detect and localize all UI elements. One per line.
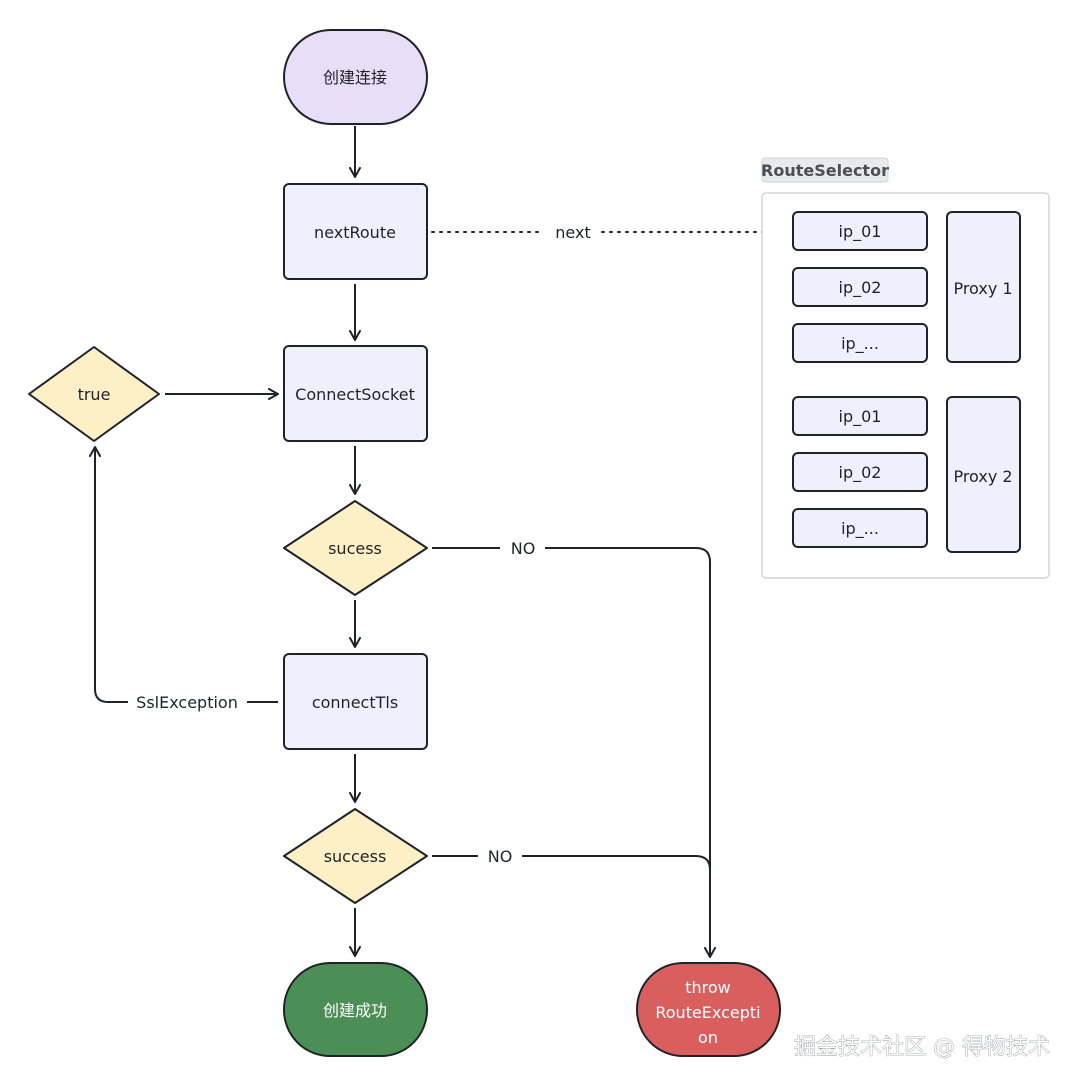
edge-label-next: next [555, 223, 590, 242]
node-decision-success-label: success [324, 847, 387, 866]
node-decision-sucess: sucess [283, 500, 428, 596]
node-decision-success-shape [283, 808, 428, 904]
edge-sucess-no-b [545, 547, 716, 958]
node-decision-sucess-label: sucess [328, 539, 382, 558]
edge-ssl-exception-b [89, 446, 128, 703]
node-end-success-shape [283, 962, 428, 1057]
proxy-2-ip-1-label: ip_01 [839, 407, 882, 427]
node-throw-shape [636, 962, 781, 1057]
node-connect-socket: ConnectSocket [283, 345, 428, 442]
proxy-2-ip-3-label: ip_... [841, 519, 879, 539]
proxy-2-ip-2-box [792, 452, 928, 492]
node-throw-label-line-1: throw [685, 978, 731, 997]
proxy-1-ip-3-label: ip_... [841, 334, 879, 354]
route-selector-label-bg [761, 157, 889, 183]
route-selector-group: RouteSelector ip_01 ip_02 ip_... Proxy 1… [761, 157, 1050, 579]
node-decision-true: true [28, 346, 160, 442]
node-connect-socket-label: ConnectSocket [295, 385, 415, 404]
proxy-1-ip-2-label: ip_02 [839, 278, 882, 298]
proxy-2-box [946, 396, 1021, 553]
proxy-2-ip-3-box [792, 508, 928, 548]
proxy-2-ip-1-box [792, 396, 928, 436]
node-start-shape [283, 29, 428, 125]
node-next-route-label: nextRoute [314, 223, 396, 242]
node-connect-socket-shape [283, 345, 428, 442]
node-start-label: 创建连接 [323, 68, 387, 87]
node-connect-tls: connectTls [283, 653, 428, 750]
proxy-1-box [946, 211, 1021, 363]
node-next-route: nextRoute [283, 183, 428, 280]
node-end-success: 创建成功 [283, 962, 428, 1057]
proxy-2-label: Proxy 2 [953, 467, 1012, 486]
route-selector-label: RouteSelector [761, 161, 889, 180]
node-next-route-shape [283, 183, 428, 280]
node-throw-route-exception: throw RouteExcepti on [636, 962, 781, 1057]
connectors [89, 126, 789, 958]
edge-label-no-sucess: NO [511, 539, 536, 558]
node-throw-label-line-3: on [698, 1028, 718, 1047]
node-connect-tls-shape [283, 653, 428, 750]
proxy-1-ip-1-label: ip_01 [839, 222, 882, 242]
node-throw-label-line-2: RouteExcepti [655, 1003, 760, 1022]
node-decision-sucess-shape [283, 500, 428, 596]
proxy-1-ip-2-box [792, 267, 928, 307]
node-decision-true-label: true [78, 385, 111, 404]
proxy-1-label: Proxy 1 [953, 279, 1012, 298]
proxy-2-ip-2-label: ip_02 [839, 463, 882, 483]
node-connect-tls-label: connectTls [312, 693, 398, 712]
watermark: 掘金技术社区 @ 得物技术 [794, 1035, 1050, 1060]
node-start: 创建连接 [283, 29, 428, 125]
proxy-1-ip-1-box [792, 211, 928, 251]
edge-success-no-b [522, 855, 711, 930]
edge-label-no-success: NO [488, 847, 513, 866]
edge-label-ssl-exception: SslException [136, 693, 238, 712]
node-end-success-label: 创建成功 [323, 1001, 387, 1020]
node-decision-true-shape [28, 346, 160, 442]
proxy-1-ip-3-box [792, 323, 928, 363]
node-decision-success: success [283, 808, 428, 904]
